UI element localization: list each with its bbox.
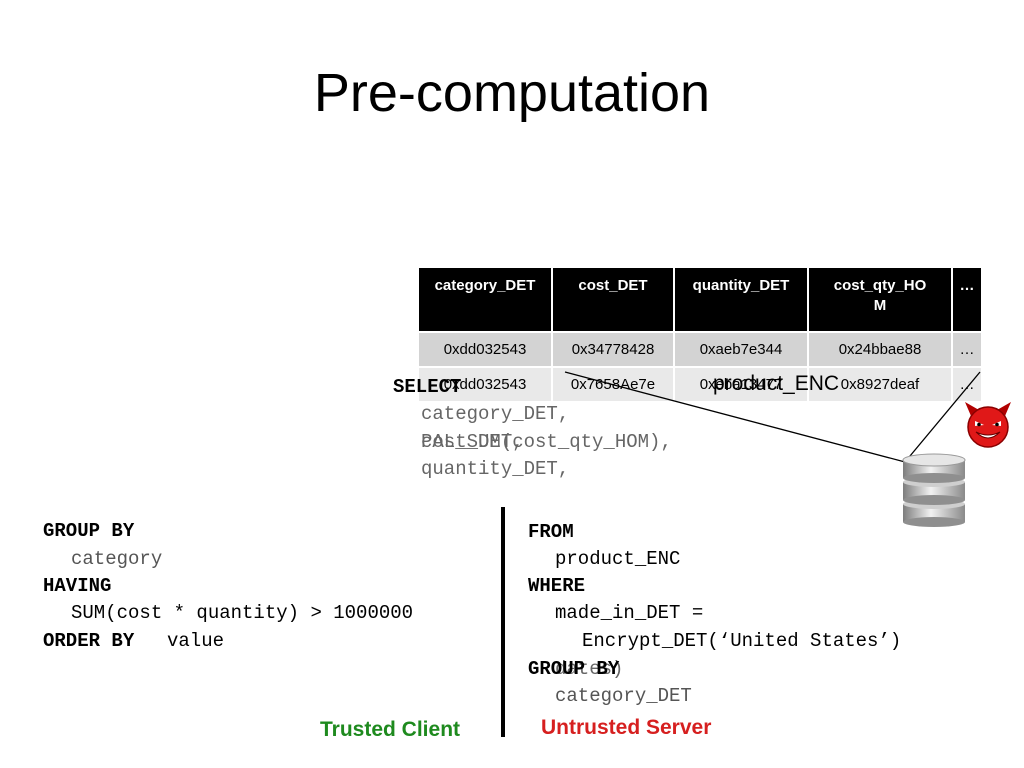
table-cell: 0xaeb7e344 — [674, 331, 809, 367]
order-by-keyword: ORDER BY — [43, 630, 135, 652]
table-row: 0xdd032543 0x34778428 0xaeb7e344 0x24bba… — [419, 331, 981, 367]
select-keyword: SELECT — [393, 376, 462, 398]
table-cell: … — [952, 331, 981, 367]
column-header: … — [952, 268, 981, 332]
where-keyword: WHERE — [528, 575, 586, 597]
client-group-by-keyword: GROUP BY — [43, 520, 135, 542]
select-line-2a: cost_DET, — [421, 431, 524, 453]
column-header: cost_DET — [552, 268, 675, 332]
connector-line-left — [564, 371, 906, 463]
trusted-client-label: Trusted Client — [320, 718, 461, 741]
table-cell: 0x24bbae88 — [808, 331, 953, 367]
from-table: product_ENC — [555, 548, 681, 570]
from-keyword: FROM — [528, 521, 574, 543]
devil-face-icon — [965, 402, 1011, 448]
server-group-by-value: category_DET — [555, 685, 692, 707]
column-header: category_DET — [419, 268, 553, 332]
database-icon — [902, 453, 966, 527]
select-line-2b: PAL_SUM(cost_qty_HOM), — [421, 431, 672, 453]
untrusted-server-label: Untrusted Server — [541, 716, 712, 739]
client-server-divider — [501, 507, 505, 737]
client-group-by-value: category — [71, 548, 163, 570]
server-group-by-keyword: GROUP BY — [528, 658, 620, 680]
table-cell: … — [952, 366, 981, 401]
slide-title: Pre-computation — [313, 63, 711, 123]
table-cell: 0x34778428 — [552, 331, 675, 367]
column-header: quantity_DET — [674, 268, 809, 332]
table-cell: 0xeba13477 — [674, 366, 809, 401]
order-by-value: value — [167, 630, 225, 652]
select-line-3: quantity_DET, — [421, 458, 570, 480]
having-keyword: HAVING — [43, 575, 112, 597]
column-header: cost_qty_HO M — [808, 268, 953, 332]
table-cell: 0x8927deaf — [808, 366, 953, 401]
table-cell: 0xdd032543 — [419, 366, 553, 401]
encrypted-table: category_DET cost_DET quantity_DET cost_… — [419, 268, 981, 401]
having-value: SUM(cost * quantity) > 1000000 — [71, 602, 414, 624]
table-row: 0xdd032543 0x7658Ae7e 0xeba13477 0x8927d… — [419, 366, 981, 401]
table-header-row: category_DET cost_DET quantity_DET cost_… — [419, 268, 981, 332]
where-line-1: made_in_DET = — [555, 602, 704, 624]
select-line-1: category_DET, — [421, 403, 570, 425]
where-line-2: Encrypt_DET(‘United States’) — [582, 630, 902, 652]
connector-line-right — [904, 371, 981, 463]
where-overlap-text: dates) — [555, 658, 624, 680]
table-cell: 0xdd032543 — [419, 331, 553, 367]
product-enc-label: product_ENC — [713, 372, 840, 395]
